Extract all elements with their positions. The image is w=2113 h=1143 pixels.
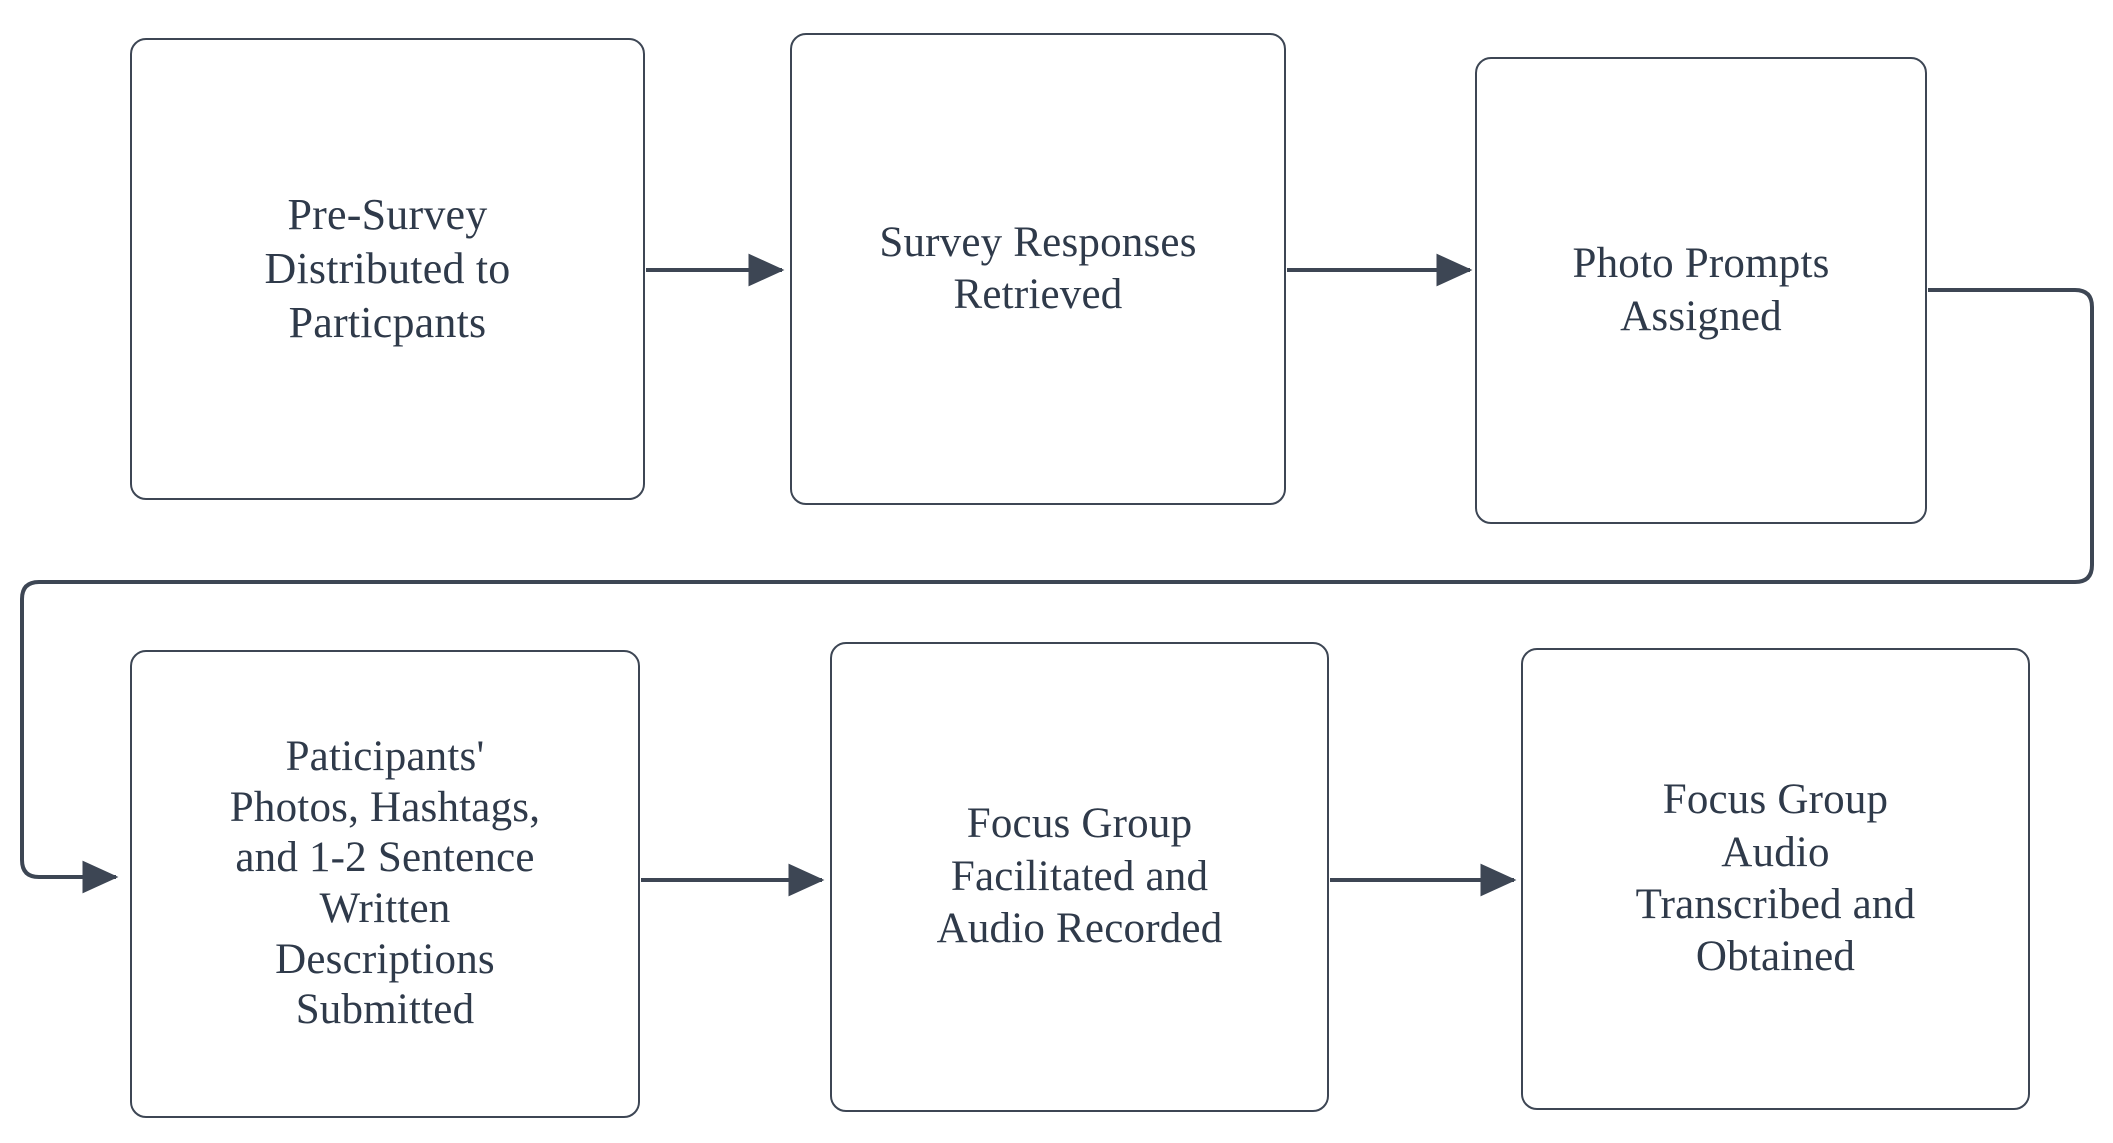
flow-node-focus-group-facilitated[interactable]: Focus Group Facilitated and Audio Record… <box>830 642 1329 1112</box>
flow-node-label: Focus Group Facilitated and Audio Record… <box>936 800 1223 953</box>
flow-node-pre-survey-distributed[interactable]: Pre-Survey Distributed to Particpants <box>130 38 645 500</box>
flow-node-photo-prompts-assigned[interactable]: Photo Prompts Assigned <box>1475 57 1927 524</box>
flow-node-label: Focus Group Audio Transcribed and Obtain… <box>1635 776 1916 981</box>
flow-node-label: Photo Prompts Assigned <box>1572 240 1830 340</box>
flow-node-label: Survey Responses Retrieved <box>879 218 1197 318</box>
flow-node-label: Paticipants' Photos, Hashtags, and 1-2 S… <box>229 732 541 1034</box>
flow-node-label: Pre-Survey Distributed to Particpants <box>264 190 511 347</box>
flow-node-participant-submissions[interactable]: Paticipants' Photos, Hashtags, and 1-2 S… <box>130 650 640 1118</box>
flow-node-focus-group-transcribed[interactable]: Focus Group Audio Transcribed and Obtain… <box>1521 648 2030 1110</box>
flow-node-survey-responses-retrieved[interactable]: Survey Responses Retrieved <box>790 33 1286 505</box>
